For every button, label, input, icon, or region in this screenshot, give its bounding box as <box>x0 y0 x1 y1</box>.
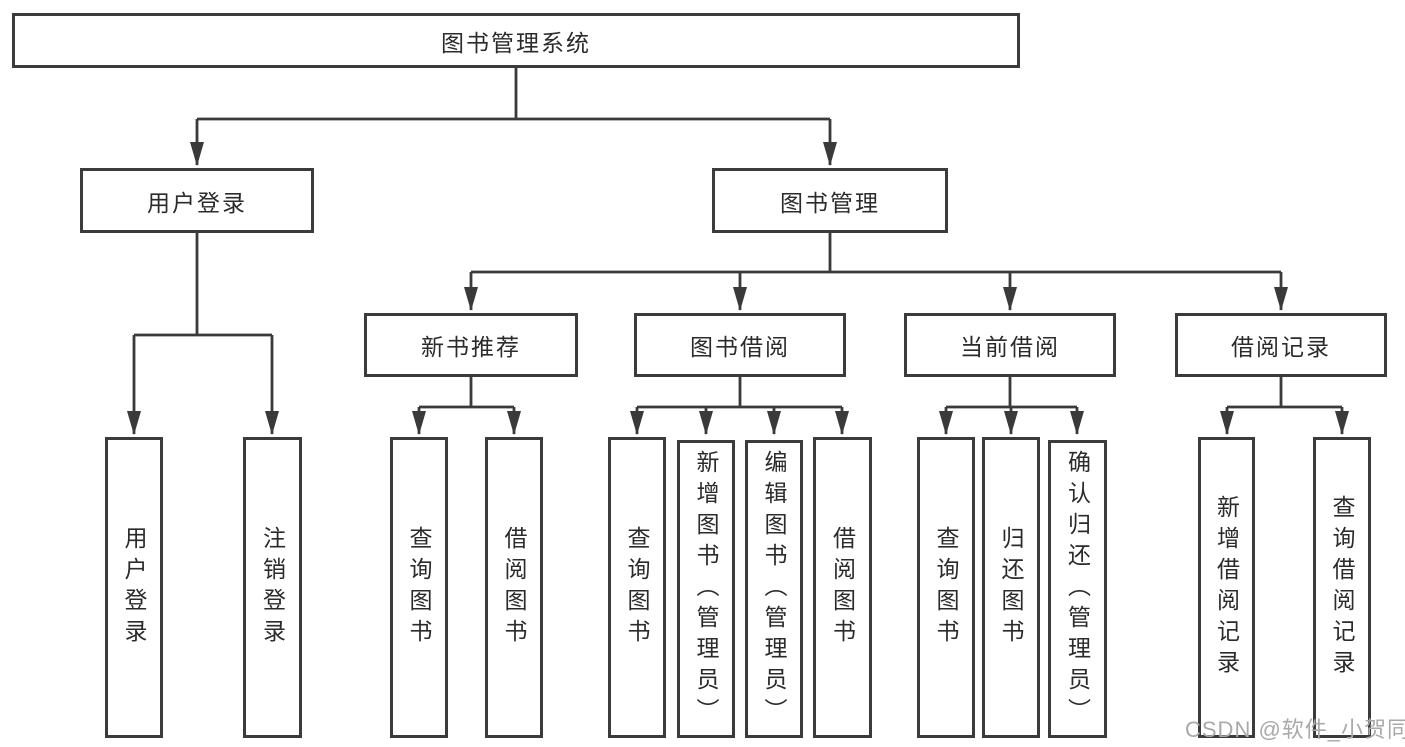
leaf-rec-borrow-books: 借阅图书 <box>485 437 543 738</box>
leaf-borrow-query-books: 查询图书 <box>608 437 666 738</box>
leaf-logout: 注销登录 <box>243 437 302 738</box>
leaf-current-query-books: 查询图书 <box>917 437 975 738</box>
leaf-current-return-books: 归还图书 <box>982 437 1040 738</box>
leaf-rec-query-books: 查询图书 <box>390 437 448 738</box>
leaf-user-login: 用户登录 <box>105 437 163 738</box>
leaf-borrow-edit-books-admin: 编辑图书（管理员） <box>745 440 803 738</box>
leaf-records-query-record: 查询借阅记录 <box>1313 437 1371 738</box>
node-borrowing-records: 借阅记录 <box>1175 313 1387 377</box>
node-current-borrowing: 当前借阅 <box>904 313 1116 377</box>
leaf-borrow-borrow-books: 借阅图书 <box>813 437 872 738</box>
leaf-borrow-add-books-admin: 新增图书（管理员） <box>677 440 735 738</box>
node-library-management-system: 图书管理系统 <box>12 13 1020 68</box>
node-book-management: 图书管理 <box>712 168 948 233</box>
node-book-borrowing: 图书借阅 <box>634 313 846 377</box>
watermark: CSDN @软件_小贺同学 <box>1185 717 1405 742</box>
leaf-current-confirm-return-admin: 确认归还（管理员） <box>1048 440 1107 738</box>
leaf-records-add-record: 新增借阅记录 <box>1198 437 1255 738</box>
node-new-book-recommendation: 新书推荐 <box>364 313 578 377</box>
node-user-login-branch: 用户登录 <box>80 168 314 233</box>
